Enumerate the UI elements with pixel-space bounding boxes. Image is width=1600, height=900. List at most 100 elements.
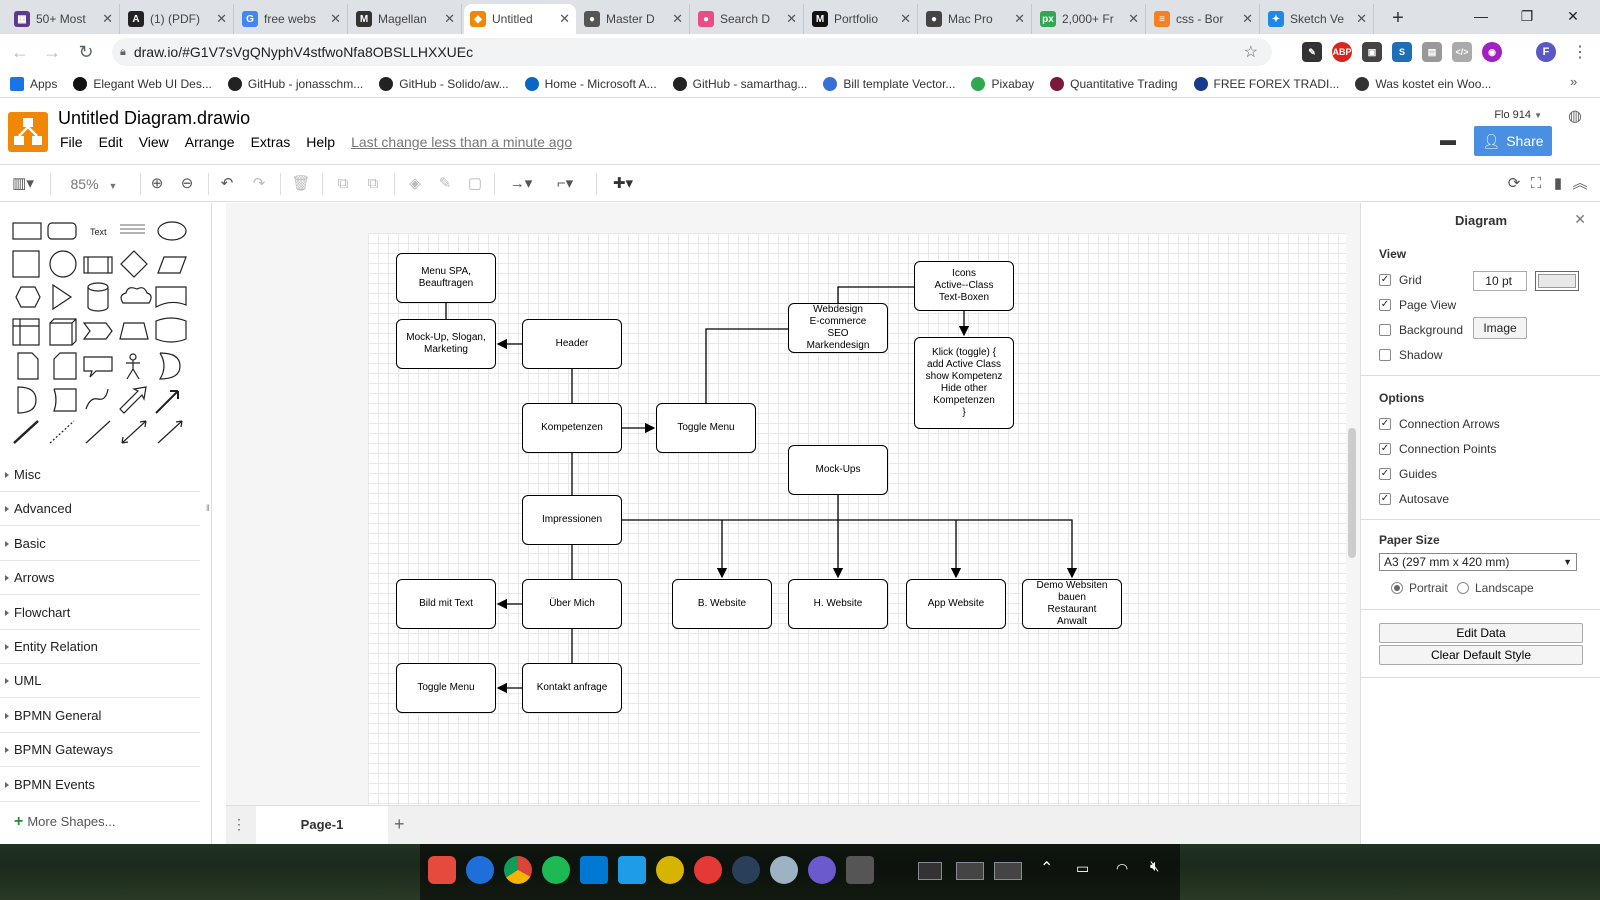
extension-color-icon[interactable]: ◉ [1482,42,1502,62]
notes-icon[interactable] [846,856,874,884]
connection-arrows-checkbox[interactable]: ✓Connection Arrows [1379,417,1500,431]
bookmark-item[interactable]: GitHub - samarthag... [672,76,807,91]
share-button[interactable]: 👤︎ Share [1474,126,1552,156]
shape-category-advanced[interactable]: Advanced [0,491,200,527]
bookmark-item[interactable]: Quantitative Trading [1050,76,1178,91]
browser-tab[interactable]: ◆Untitled✕ [464,4,576,34]
to-back-icon[interactable]: ⧉ [367,175,379,192]
collapse-icon[interactable]: ︽ [1572,175,1588,192]
autosave-checkbox[interactable]: ✓Autosave [1379,492,1449,506]
extension-camera-icon[interactable]: ▣ [1362,42,1382,62]
tab-close-icon[interactable]: ✕ [330,11,341,26]
insert-plus-icon[interactable]: ✚▾ [612,175,634,192]
diagram-page[interactable]: Menu SPA, Beauftragen Mock-Up, Slogan, M… [368,233,1346,805]
browser-tab[interactable]: ▦50+ Most✕ [8,4,120,34]
connection-style-icon[interactable]: →▾ [509,175,533,192]
shape-category-misc[interactable]: Misc [0,457,200,492]
to-front-icon[interactable]: ⧉ [337,175,349,192]
shadow-icon[interactable]: ▢ [467,175,483,192]
checkbox-connection-points[interactable]: ✓ [1379,443,1391,455]
edit-data-button[interactable]: Edit Data [1379,623,1583,643]
browser-tab[interactable]: ●Mac Pro✕ [920,4,1032,34]
bookmark-item[interactable]: FREE FOREX TRADI... [1193,76,1339,91]
portrait-radio-dot[interactable] [1391,582,1403,594]
node-kompetenzen[interactable]: Kompetenzen [522,403,622,453]
delete-icon[interactable]: 🗑︎ [291,175,311,192]
guides-checkbox[interactable]: ✓Guides [1379,467,1437,481]
portrait-radio[interactable]: Portrait [1391,581,1448,595]
node-toggle-menu[interactable]: Toggle Menu [656,403,756,453]
node-icons[interactable]: Icons Active--Class Text-Boxen [914,261,1014,311]
checkbox-shadow[interactable] [1379,349,1391,361]
panel-resize-handle[interactable]: ‖ [206,503,210,513]
tab-close-icon[interactable]: ✕ [1356,11,1367,26]
node-bild-mit-text[interactable]: Bild mit Text [396,579,496,629]
menu-view[interactable]: View [138,134,169,150]
shape-palette[interactable]: Text [10,211,190,447]
tab-close-icon[interactable]: ✕ [672,11,683,26]
language-globe-icon[interactable]: ◍ [1568,108,1582,125]
checkbox-background[interactable] [1379,324,1391,336]
panel-toggle-icon[interactable]: ▮ [1553,175,1563,192]
background-checkbox[interactable]: Background [1379,323,1463,337]
photoshop-tray-icon[interactable] [918,862,942,880]
add-page-icon[interactable]: + [394,814,405,834]
node-header[interactable]: Header [522,319,622,369]
format-panel-toggle-icon[interactable]: ▥▾ [12,175,34,192]
shape-category-bpmn-gateways[interactable]: BPMN Gateways [0,732,200,768]
back-icon[interactable]: ← [11,42,29,62]
volume-mute-icon[interactable]: 🔇︎ [1150,858,1160,875]
browser-tab[interactable]: A(1) (PDF)✕ [122,4,234,34]
background-image-button[interactable]: Image [1473,317,1527,339]
node-app-website[interactable]: App Website [906,579,1006,629]
shape-category-flowchart[interactable]: Flowchart [0,595,200,630]
browser-tab[interactable]: ●Master D✕ [578,4,690,34]
chevron-up-icon[interactable]: ⌃ [1040,860,1054,877]
spotify-icon[interactable] [542,856,570,884]
help-icon[interactable] [656,856,684,884]
node-h-website[interactable]: H. Website [788,579,888,629]
line-color-icon[interactable]: ✎ [438,175,452,192]
waypoints-icon[interactable]: ⌐▾ [556,175,574,192]
bookmark-item[interactable]: Pixabay [971,76,1034,91]
windows-start-icon[interactable] [428,856,456,884]
chrome-icon[interactable] [504,856,532,884]
node-toggle-menu-2[interactable]: Toggle Menu [396,663,496,713]
bookmark-item[interactable]: Bill template Vector... [823,76,955,91]
shape-category-bpmn-general[interactable]: BPMN General [0,698,200,733]
bookmark-item[interactable]: GitHub - jonasschm... [227,76,363,91]
checkbox-connection-arrows[interactable]: ✓ [1379,418,1391,430]
undo-icon[interactable]: ↶ [220,175,234,192]
maximize-window-icon[interactable]: ❐ [1520,8,1534,24]
close-icon[interactable]: ✕ [1574,211,1586,227]
node-b-website[interactable]: B. Website [672,579,772,629]
extension-code-icon[interactable]: </> [1452,42,1472,62]
menu-edit[interactable]: Edit [98,134,123,150]
battery-icon[interactable]: ▭ [1076,860,1090,876]
redo-icon[interactable]: ↷ [252,175,266,192]
node-ueber-mich[interactable]: Über Mich [522,579,622,629]
steam-icon[interactable] [732,856,760,884]
node-impressionen[interactable]: Impressionen [522,495,622,545]
zoom-select[interactable]: 85%▼ [64,173,124,195]
shape-category-basic[interactable]: Basic [0,526,200,561]
connection-points-checkbox[interactable]: ✓Connection Points [1379,442,1496,456]
fill-color-icon[interactable]: ◈ [409,175,421,192]
menu-file[interactable]: File [60,134,83,150]
tab-close-icon[interactable]: ✕ [102,11,113,26]
zoom-in-icon[interactable]: ⊕ [150,175,164,192]
shape-category-entity-relation[interactable]: Entity Relation [0,629,200,664]
shape-category-bpmn-events[interactable]: BPMN Events [0,767,200,802]
user-menu[interactable]: Flo 914 ▼ [1494,109,1542,121]
shape-category-uml[interactable]: UML [0,663,200,699]
tab-close-icon[interactable]: ✕ [444,11,455,26]
apps-bookmark[interactable]: Apps [10,76,57,91]
last-change-link[interactable]: Last change less than a minute ago [351,134,573,150]
fullscreen-icon[interactable]: ⛶ [1530,175,1542,192]
landscape-radio[interactable]: Landscape [1457,581,1534,595]
tab-close-icon[interactable]: ✕ [900,11,911,26]
url-text[interactable]: draw.io/#G1V7sVgQNyphV4stfwoNfa8OBSLLHXX… [133,44,474,60]
new-tab-button[interactable]: + [1392,7,1404,29]
vscode-insiders-icon[interactable] [618,856,646,884]
